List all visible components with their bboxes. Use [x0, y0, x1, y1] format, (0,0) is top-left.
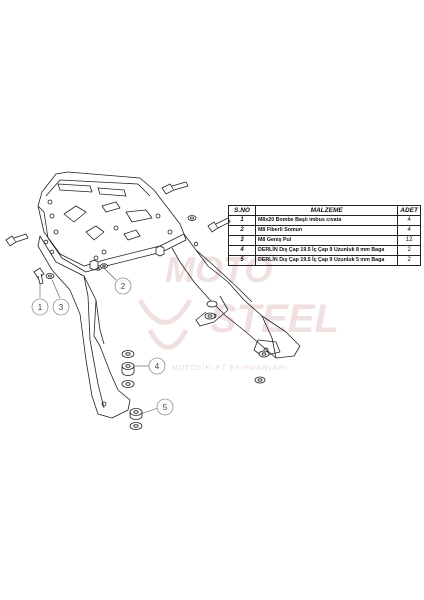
plate-slot [63, 205, 87, 223]
bolt-icon [5, 233, 29, 247]
table-row: 3 M8 Geniş Pul 12 [228, 235, 421, 246]
row-material: M8x20 Bombe Başlı imbus cıvata [254, 215, 399, 226]
callouts: 1 2 3 4 5 [31, 277, 174, 416]
table-row: 5 DERLİN Dış Çap 19.5 İç Çap 9 Uzunluk 5… [228, 255, 421, 266]
table-header-row: S.NO MALZEME ADET [228, 205, 421, 216]
leader-lines [39, 267, 159, 415]
nut-icon [155, 245, 165, 257]
plate-slot [125, 209, 153, 223]
plate-slot [101, 201, 121, 213]
callout-label: 5 [163, 403, 168, 412]
callout-1: 1 [31, 298, 49, 316]
parts-list-table: S.NO MALZEME ADET 1 M8x20 Bombe Başlı im… [228, 205, 421, 266]
plate-slot [123, 229, 141, 241]
callout-3: 3 [52, 298, 70, 316]
callout-4: 4 [148, 357, 166, 375]
plate-slot [97, 187, 127, 197]
bolt-icon [161, 181, 189, 195]
row-no: 4 [228, 245, 256, 256]
right-arm [171, 233, 301, 359]
row-qty: 12 [397, 235, 421, 246]
washer-icon [187, 215, 197, 221]
row-material: M8 Fiberli Somun [254, 225, 399, 236]
washer-icon [129, 422, 143, 430]
washer-icon [45, 273, 55, 279]
nut-icon [89, 259, 99, 271]
callout-5: 5 [156, 398, 174, 416]
bushing-icon [129, 408, 143, 420]
washer-icon [206, 300, 218, 308]
bushing-icon [121, 350, 135, 358]
washer-icon [258, 350, 270, 358]
table-row: 1 M8x20 Bombe Başlı imbus cıvata 4 [228, 215, 421, 226]
row-material: DERLİN Dış Çap 19.5 İç Çap 9 Uzunluk 5 m… [254, 255, 399, 266]
row-no: 2 [228, 225, 256, 236]
plate-slot [85, 225, 105, 241]
header-no: S.NO [228, 205, 256, 216]
row-no: 3 [228, 235, 256, 246]
nuts [89, 245, 165, 271]
callout-label: 3 [59, 303, 64, 312]
brand-watermark: MOTO STEEL MOTOSİKLET EKİPMANLARI [137, 249, 339, 372]
watermark-line3: MOTOSİKLET EKİPMANLARI [172, 363, 288, 372]
washer-icon [100, 263, 108, 269]
bolt-icon [207, 217, 231, 233]
row-qty: 2 [397, 255, 421, 266]
plate-slot [57, 183, 93, 193]
row-qty: 4 [397, 225, 421, 236]
row-qty: 2 [397, 245, 421, 256]
table-row: 2 M8 Fiberli Somun 4 [228, 225, 421, 236]
header-qty: ADET [397, 205, 421, 216]
row-no: 1 [228, 215, 256, 226]
callout-label: 4 [155, 362, 160, 371]
row-no: 5 [228, 255, 256, 266]
watermark-logo-icon [137, 298, 193, 350]
watermark-line2: STEEL [210, 297, 339, 341]
row-material: DERLİN Dış Çap 19.5 İç Çap 9 Uzunluk 8 m… [254, 245, 399, 256]
washer-icon [121, 380, 135, 388]
top-plate [37, 171, 185, 267]
bolts [5, 181, 231, 285]
callout-label: 2 [121, 282, 126, 291]
table-row: 4 DERLİN Dış Çap 19.5 İç Çap 9 Uzunluk 8… [228, 245, 421, 256]
row-material: M8 Geniş Pul [254, 235, 399, 246]
header-material: MALZEME [254, 205, 399, 216]
rack-bracket [37, 171, 301, 419]
washer-icon [204, 312, 216, 320]
bushing-icon [121, 362, 135, 376]
washer-icon [254, 376, 266, 384]
callout-label: 1 [38, 303, 43, 312]
bolt-icon [33, 267, 45, 285]
row-qty: 4 [397, 215, 421, 226]
callout-2: 2 [114, 277, 132, 295]
